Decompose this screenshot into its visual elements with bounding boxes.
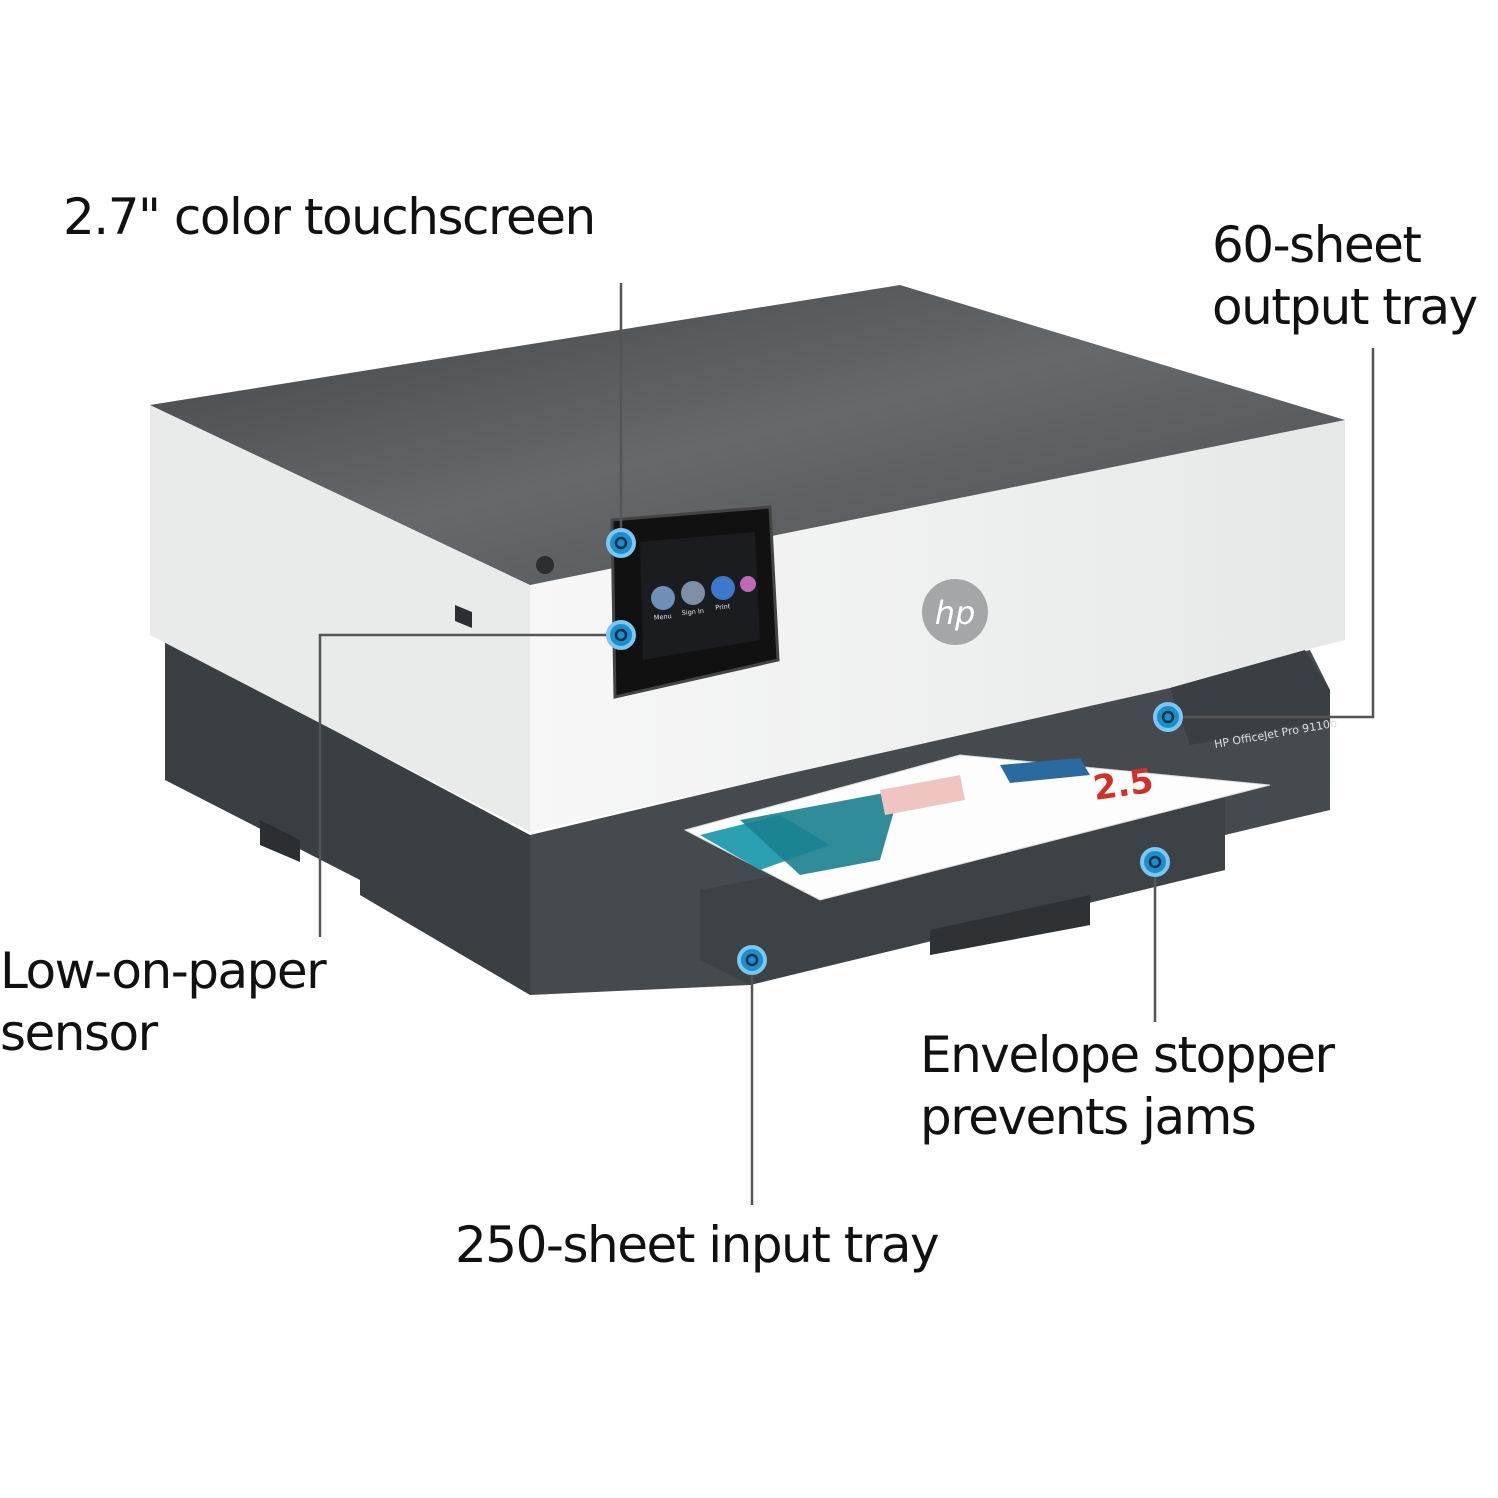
- output-tray-marker: [1153, 702, 1183, 732]
- leader-lines: [318, 283, 1375, 1205]
- sign-in-icon-label: Sign In: [681, 607, 704, 617]
- sensor-label: Low-on-paper sensor: [0, 940, 327, 1064]
- print-icon: [711, 576, 735, 600]
- sensor-marker: [606, 620, 636, 650]
- sensor-line-1: Low-on-paper: [0, 942, 327, 1000]
- touchscreen-marker: [606, 528, 636, 558]
- envelope-line-1: Envelope stopper: [920, 1026, 1335, 1084]
- power-button: [536, 556, 554, 574]
- envelope-stopper-label: Envelope stopper prevents jams: [920, 1024, 1335, 1148]
- sensor-line-2: sensor: [0, 1004, 158, 1062]
- envelope-stopper-marker: [1140, 847, 1170, 877]
- output-tray-line-2: output tray: [1212, 278, 1478, 336]
- svg-text:2.5: 2.5: [1091, 761, 1156, 809]
- output-tray-label: 60-sheet output tray: [1212, 214, 1478, 338]
- sign-in-icon: [681, 581, 705, 605]
- printer-side: [150, 405, 530, 832]
- input-tray-marker: [737, 945, 767, 975]
- input-tray-label: 250-sheet input tray: [455, 1216, 940, 1274]
- printer-lid: [150, 285, 1345, 585]
- hp-logo: hp: [922, 579, 988, 645]
- printed-paper: 2.5: [683, 754, 1271, 901]
- touchscreen-panel: Menu Sign In Print: [610, 505, 780, 699]
- menu-icon-label: Menu: [653, 612, 672, 622]
- callout-markers: [606, 528, 1183, 975]
- envelope-line-2: prevents jams: [920, 1088, 1257, 1146]
- touchscreen-label: 2.7" color touchscreen: [63, 188, 596, 246]
- menu-icon: [651, 586, 675, 610]
- output-tray-line-1: 60-sheet: [1212, 216, 1422, 274]
- hp-logo-text: hp: [935, 594, 976, 632]
- print-icon-label: Print: [715, 602, 731, 612]
